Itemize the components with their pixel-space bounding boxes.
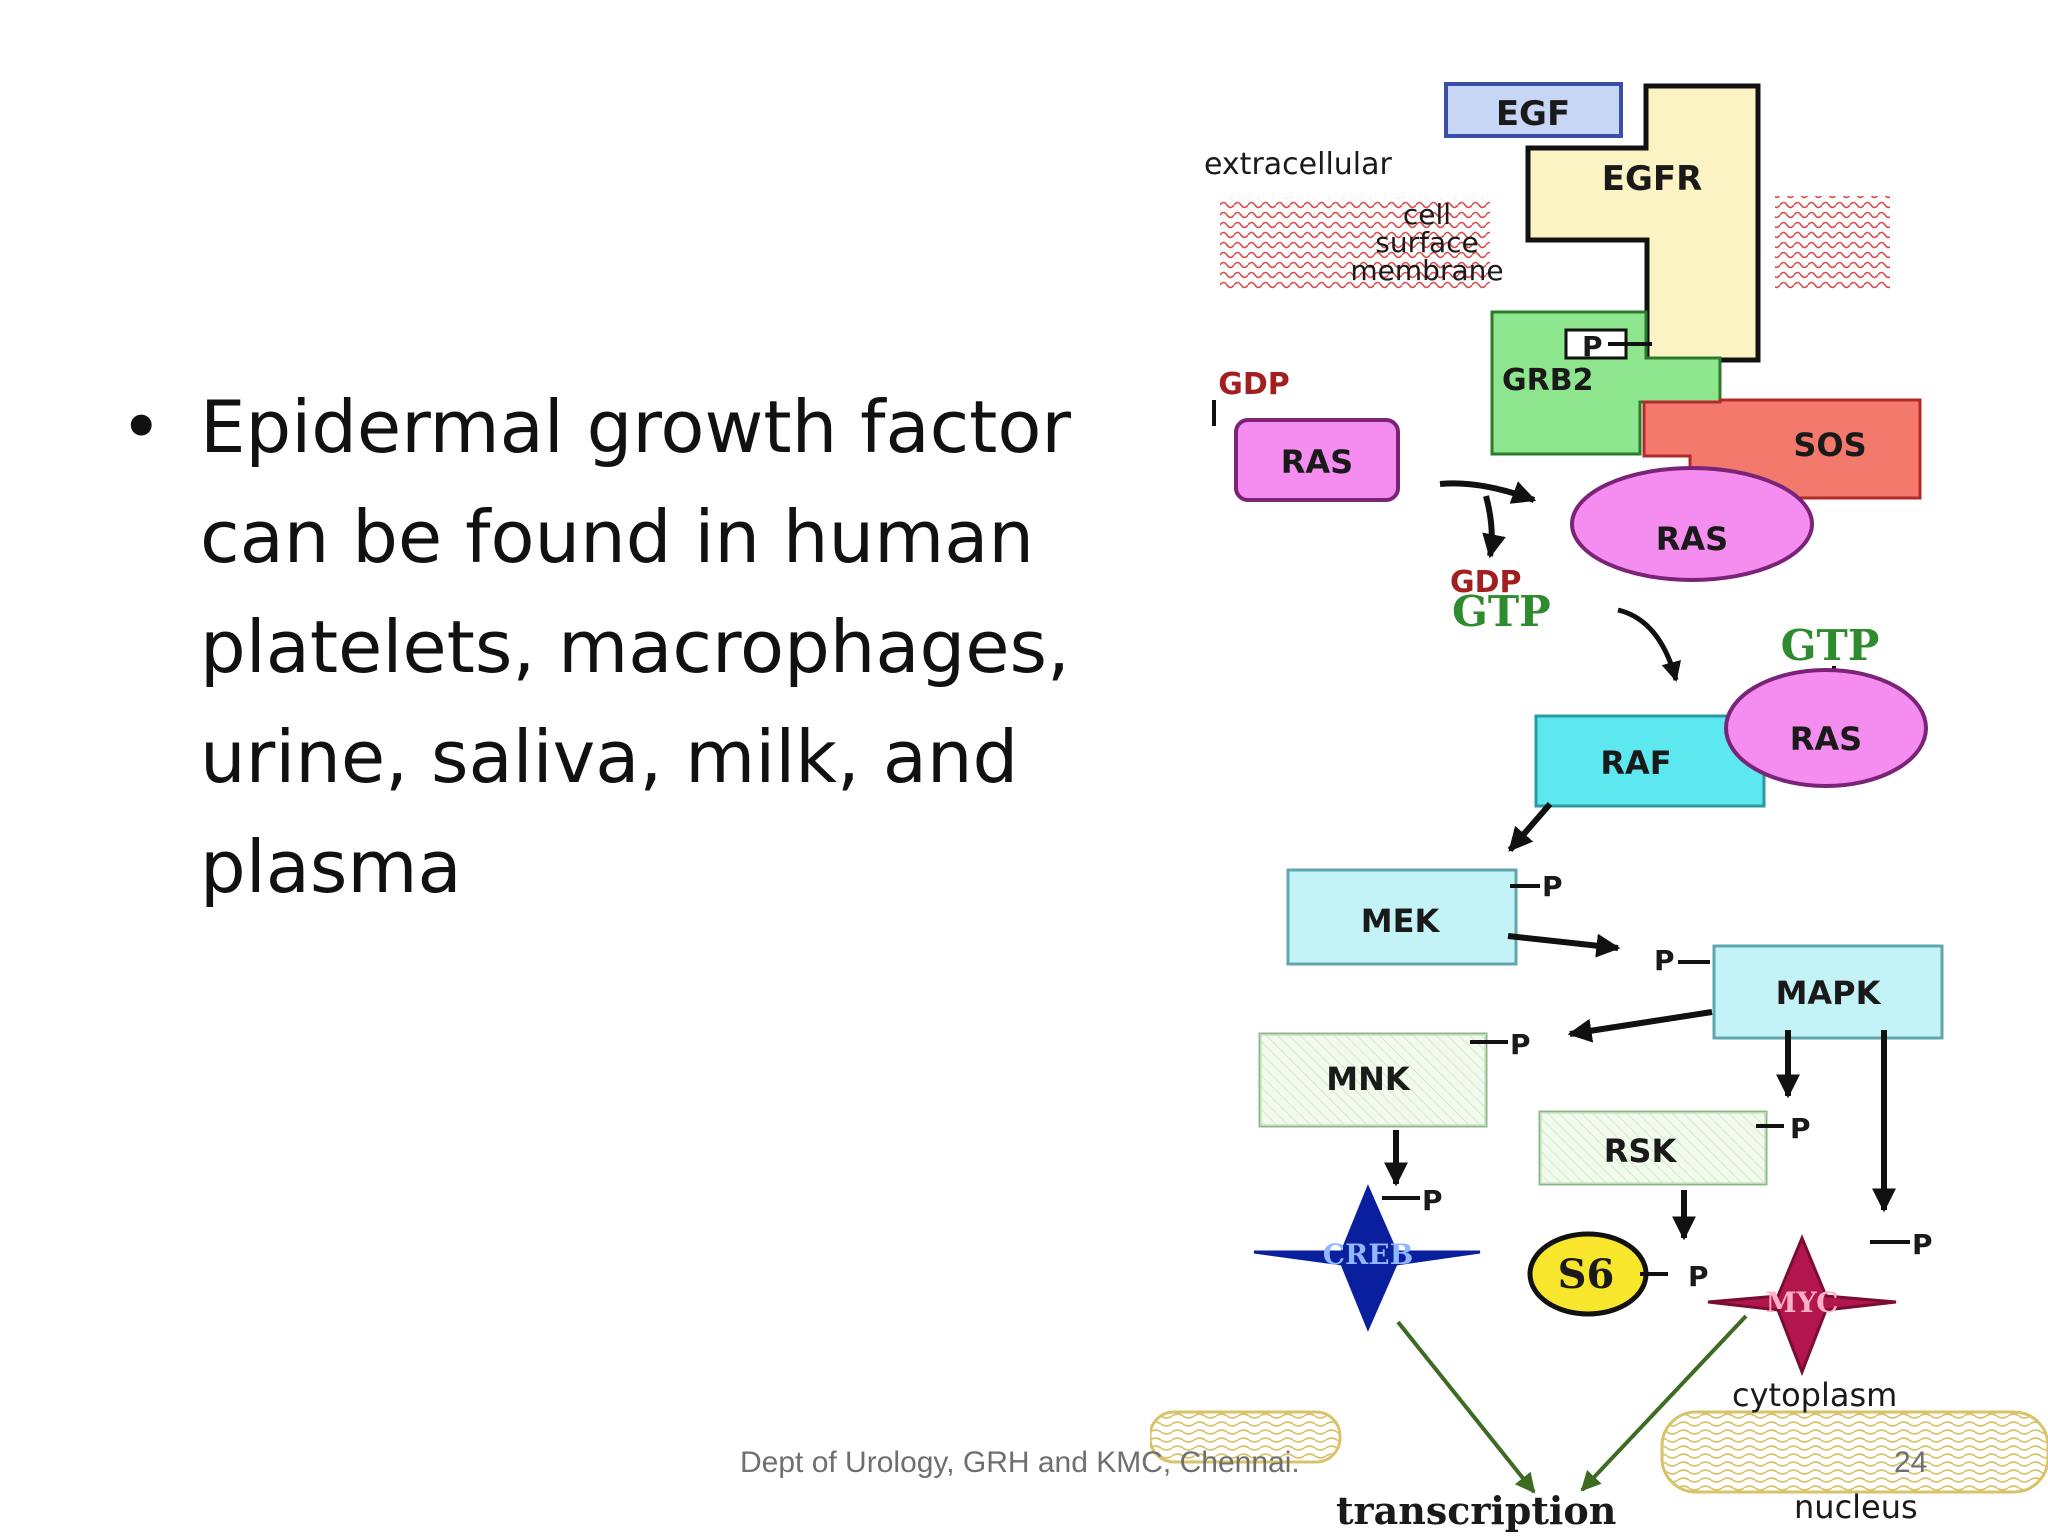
raf-to-mek-arrow (1507, 802, 1553, 852)
mek-label: MEK (1361, 902, 1441, 940)
nucleus-label: nucleus (1794, 1488, 1918, 1526)
mnk-box-fill (1260, 1034, 1486, 1126)
egfr-label: EGFR (1602, 159, 1703, 199)
creb-label: CREB (1323, 1238, 1414, 1271)
sos-label: SOS (1793, 426, 1866, 464)
myc-to-transcription-arrow (1580, 1314, 1748, 1492)
rsk-label: RSK (1604, 1132, 1678, 1170)
grb2-label: GRB2 (1502, 363, 1593, 398)
cell-label: cell (1403, 198, 1451, 231)
ras-bound (1570, 466, 1814, 582)
receptor-p-label: P (1582, 330, 1603, 363)
extracellular-label: extracellular (1204, 147, 1393, 182)
raf-label: RAF (1600, 744, 1671, 782)
nuclear-membrane-left (1150, 1410, 1342, 1464)
bullet-item: • Epidermal growth factor can be found i… (120, 372, 1140, 922)
rsk-p-label: P (1790, 1112, 1811, 1145)
slide-page-number: 24 (1894, 1446, 1928, 1479)
myc-star (1707, 1234, 1897, 1377)
egf-signaling-pathway-diagram: EGF EGFR extracellular cell surface memb… (1150, 82, 2048, 1533)
transcription-label: transcription (1336, 1488, 1616, 1533)
egfr-receptor (1525, 83, 1761, 363)
ras-active-label: RAS (1790, 720, 1862, 758)
surface-label: surface (1375, 226, 1478, 259)
nuclear-membrane-right (1660, 1410, 2048, 1494)
gtp-loading-arrow (1617, 607, 1682, 682)
creb-p-label: P (1422, 1184, 1443, 1217)
creb-star (1253, 1184, 1481, 1332)
gtp-free-label: GTP (1452, 587, 1551, 636)
membrane-right-band (1775, 196, 1890, 291)
mnk-label: MNK (1326, 1060, 1411, 1098)
mek-to-mapk-arrow (1507, 933, 1621, 958)
mapk-to-mnk-arrow (1567, 1009, 1713, 1043)
s6-label: S6 (1558, 1251, 1615, 1298)
rsk-box-fill (1540, 1112, 1766, 1184)
cytoplasm-label: cytoplasm (1732, 1376, 1897, 1414)
gdp-top-label: GDP (1218, 367, 1290, 402)
myc-label: MYC (1766, 1286, 1839, 1319)
mek-box (1286, 868, 1518, 966)
mek-p-label: P (1542, 870, 1563, 903)
mapk-label: MAPK (1776, 974, 1882, 1012)
slide-footer: Dept of Urology, GRH and KMC, Chennai. (740, 1446, 1300, 1479)
gdp-release-arrow (1482, 495, 1506, 559)
egf-label: EGF (1496, 94, 1570, 134)
ras-inactive (1234, 418, 1400, 502)
gdp-released-label: GDP (1450, 565, 1522, 600)
s6-p-label: P (1688, 1260, 1709, 1293)
ras-inactive-label: RAS (1281, 443, 1353, 481)
bullet-list: • Epidermal growth factor can be found i… (120, 372, 1140, 922)
exchange-arrow-to-sos (1439, 480, 1537, 504)
cell-surface-membrane (1220, 196, 1890, 291)
ras-active (1724, 668, 1928, 788)
mapk-box (1712, 944, 1944, 1040)
mnk-p-label: P (1510, 1028, 1531, 1061)
bullet-dot-icon: • (120, 385, 163, 469)
membrane-label: membrane (1350, 254, 1503, 287)
myc-p-label: P (1912, 1228, 1933, 1261)
bullet-text: Epidermal growth factor can be found in … (200, 385, 1072, 909)
mapk-p-label: P (1654, 944, 1675, 977)
nuclear-membrane (1150, 1410, 2048, 1494)
egf-box (1444, 82, 1623, 138)
ras-bound-label: RAS (1656, 520, 1728, 558)
membrane-left-band (1220, 198, 1490, 290)
creb-to-transcription-arrow (1396, 1320, 1536, 1494)
gtp-bound-label: GTP (1781, 621, 1880, 670)
